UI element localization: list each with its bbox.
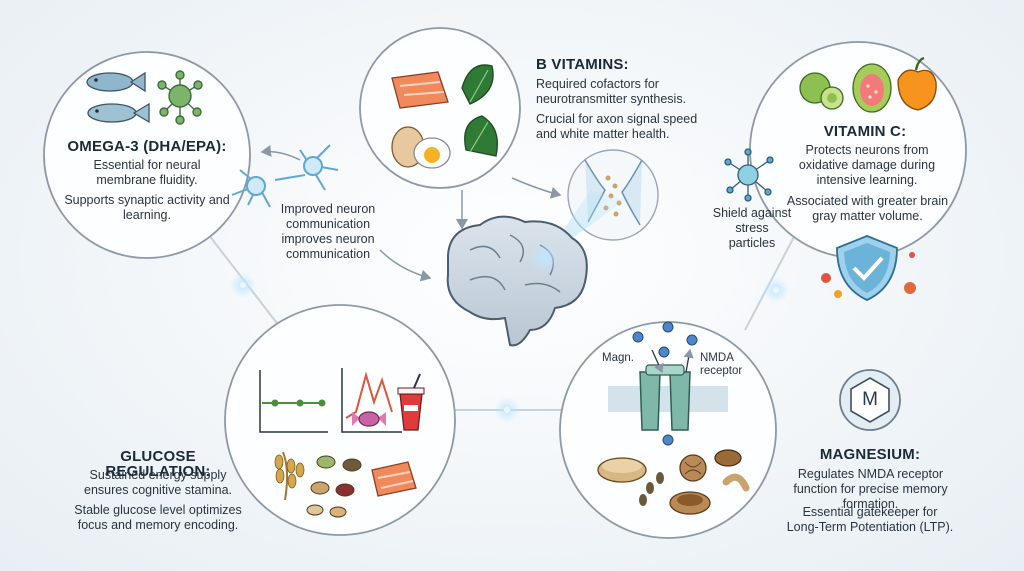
lime-icon <box>799 72 844 110</box>
spinach-icon <box>461 64 499 157</box>
arrows <box>260 145 562 282</box>
fish-icon <box>86 71 150 124</box>
nmda-receptor-label: NMDA receptor <box>700 352 743 377</box>
connector-glow-dots <box>230 272 789 423</box>
ion-icons <box>632 321 698 446</box>
salmon-icon <box>391 71 449 109</box>
guava-icon <box>852 63 892 113</box>
neuron-icon <box>231 144 339 208</box>
molecule-icon <box>157 70 203 125</box>
antioxidant-particle-icon <box>724 148 774 202</box>
magn-label: Magn. <box>602 352 634 364</box>
egg-icon <box>391 126 451 169</box>
omega3-line1: Essential for neural membrane fluidity. <box>93 158 201 187</box>
spiking-glucose-chart-icon <box>341 368 402 433</box>
grains-beans-icon <box>274 451 417 518</box>
ion-arrows <box>651 348 694 374</box>
glucose-line2: Stable glucose level optimizes focus and… <box>74 503 242 532</box>
vitamin-c-title: VITAMIN C: <box>823 123 907 140</box>
nuts-seeds-icon <box>597 449 750 515</box>
magnesium-line1: Regulates NMDA receptor function for pre… <box>793 467 948 511</box>
glucose-line1: Sustained energy supply ensures cognitiv… <box>84 468 232 497</box>
magnesium-line2: Essential gatekeeper for Long-Term Poten… <box>786 505 954 534</box>
neuron-communication-note: Improved neuron communication improves n… <box>280 202 376 261</box>
vitamin-c-line1: Protects neurons from oxidative damage d… <box>798 143 936 187</box>
membrane <box>608 386 728 412</box>
nmda-receptor-icon <box>639 364 691 431</box>
glucose-title: GLUCOSE REGULATION: <box>105 448 211 480</box>
magnesium-badge-letter: M <box>862 389 878 410</box>
bell-pepper-icon <box>897 56 937 111</box>
shield-icon <box>836 235 898 301</box>
omega3-title: OMEGA-3 (DHA/EPA): <box>67 138 227 155</box>
shield-note: Shield against stress particles <box>712 206 792 250</box>
omega3-line2: Supports synaptic activity and learning. <box>64 193 230 222</box>
soda-cup-icon <box>397 373 425 431</box>
free-radical-icons <box>821 252 916 298</box>
stable-glucose-chart-icon <box>259 370 328 433</box>
brain-icon <box>446 215 588 347</box>
vitamin-c-line2: Associated with greater brain gray matte… <box>786 194 949 223</box>
b-vitamins-line1: Required cofactors for neurotransmitter … <box>536 77 687 106</box>
b-vitamins-title: B VITAMINS: <box>536 56 629 73</box>
magnesium-badge-icon <box>839 369 901 431</box>
candy-icon <box>352 411 386 427</box>
b-vitamins-line2: Crucial for axon signal speed and white … <box>536 112 698 141</box>
magnesium-title: MAGNESIUM: <box>819 446 921 463</box>
